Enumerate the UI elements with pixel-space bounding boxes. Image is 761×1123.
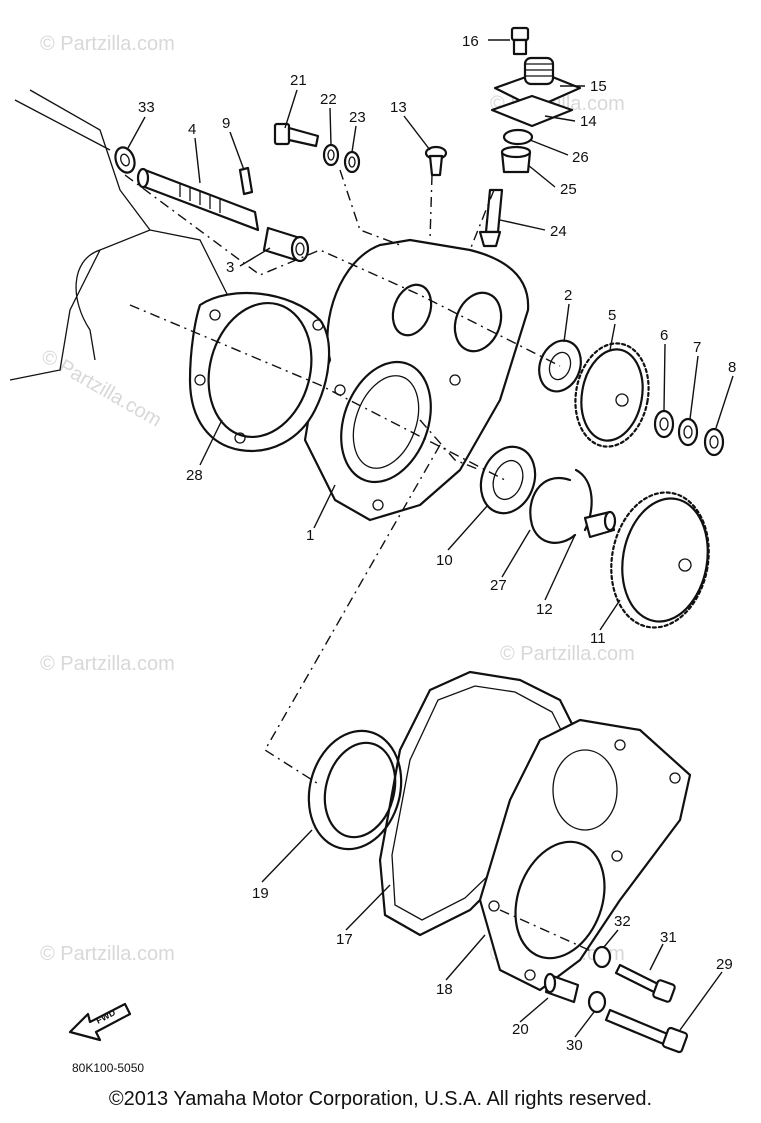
callout-12: 12 bbox=[536, 601, 553, 618]
callout-16: 16 bbox=[462, 33, 479, 50]
drawing-code: 80K100-5050 bbox=[72, 1061, 144, 1075]
callout-18: 18 bbox=[436, 981, 453, 998]
alignment-lines bbox=[124, 169, 601, 956]
watermark: © Partzilla.com bbox=[40, 943, 175, 965]
callout-27: 27 bbox=[490, 577, 507, 594]
engine-outline bbox=[9, 89, 231, 381]
callout-26: 26 bbox=[572, 149, 589, 166]
watermark: © Partzilla.com bbox=[40, 653, 175, 675]
callout-15: 15 bbox=[590, 78, 607, 95]
callout-10: 10 bbox=[436, 552, 453, 569]
callout-20: 20 bbox=[512, 1021, 529, 1038]
part-8-washer bbox=[703, 427, 725, 457]
part-24-gear-shaft bbox=[478, 188, 504, 248]
part-12-pin bbox=[583, 510, 617, 539]
callout-17: 17 bbox=[336, 931, 353, 948]
callout-33: 33 bbox=[138, 99, 155, 116]
callout-30: 30 bbox=[566, 1037, 583, 1054]
part-27-circlip bbox=[529, 468, 593, 544]
callout-8: 8 bbox=[728, 359, 736, 376]
part-13-screw bbox=[424, 145, 448, 177]
part-5-gear bbox=[574, 342, 650, 448]
callout-22: 22 bbox=[320, 91, 337, 108]
part-7-washer bbox=[677, 417, 699, 447]
callout-3: 3 bbox=[226, 259, 234, 276]
part-21-bolt bbox=[273, 122, 320, 148]
callout-14: 14 bbox=[580, 113, 597, 130]
callout-25: 25 bbox=[560, 181, 577, 198]
part-10-bearing bbox=[479, 445, 537, 515]
callout-1: 1 bbox=[306, 527, 314, 544]
part-9-pin bbox=[238, 166, 254, 196]
watermark: © Partzilla.com bbox=[40, 33, 175, 55]
part-29-bolt bbox=[604, 1008, 689, 1054]
callout-labels: 16 15 14 26 25 24 21 22 23 13 33 4 9 3 2… bbox=[138, 33, 736, 1054]
part-33-washer bbox=[114, 146, 136, 174]
callout-24: 24 bbox=[550, 223, 567, 240]
callout-23: 23 bbox=[349, 109, 366, 126]
part-28-gasket bbox=[188, 291, 331, 453]
part-18-cover bbox=[478, 718, 692, 992]
part-30-washer bbox=[587, 990, 607, 1014]
callout-9: 9 bbox=[222, 115, 230, 132]
part-1-gear-case bbox=[303, 238, 530, 522]
callout-31: 31 bbox=[660, 929, 677, 946]
part-22-washer bbox=[322, 143, 340, 167]
part-26-seal bbox=[502, 128, 534, 146]
part-25-bushing bbox=[500, 145, 532, 174]
callout-5: 5 bbox=[608, 307, 616, 324]
callout-21: 21 bbox=[290, 72, 307, 89]
forward-arrow-icon: FWD bbox=[68, 1002, 132, 1042]
part-15-housing bbox=[493, 56, 582, 110]
part-31-bolt bbox=[614, 963, 676, 1003]
part-3-bushing bbox=[262, 226, 310, 263]
part-32-washer bbox=[592, 945, 612, 969]
part-4-shaft bbox=[136, 167, 260, 232]
part-20-dowel bbox=[543, 972, 580, 1004]
callout-19: 19 bbox=[252, 885, 269, 902]
leader-lines bbox=[127, 39, 734, 1038]
part-19-oil-seal bbox=[307, 729, 403, 851]
part-14-gasket bbox=[490, 94, 574, 128]
callout-29: 29 bbox=[716, 956, 733, 973]
callout-28: 28 bbox=[186, 467, 203, 484]
part-23-washer bbox=[343, 150, 361, 174]
callout-4: 4 bbox=[188, 121, 196, 138]
part-16-bolt bbox=[510, 26, 530, 56]
callout-11: 11 bbox=[590, 630, 606, 647]
callout-32: 32 bbox=[614, 913, 631, 930]
copyright-notice: ©2013 Yamaha Motor Corporation, U.S.A. A… bbox=[108, 1088, 653, 1110]
part-6-clip bbox=[653, 409, 675, 439]
callout-13: 13 bbox=[390, 99, 407, 116]
watermark: © Partzilla.com bbox=[38, 345, 166, 431]
callout-2: 2 bbox=[564, 287, 572, 304]
part-11-large-gear bbox=[610, 491, 710, 629]
watermark: © Partzilla.com bbox=[500, 643, 635, 665]
callout-6: 6 bbox=[660, 327, 668, 344]
callout-7: 7 bbox=[693, 339, 701, 356]
